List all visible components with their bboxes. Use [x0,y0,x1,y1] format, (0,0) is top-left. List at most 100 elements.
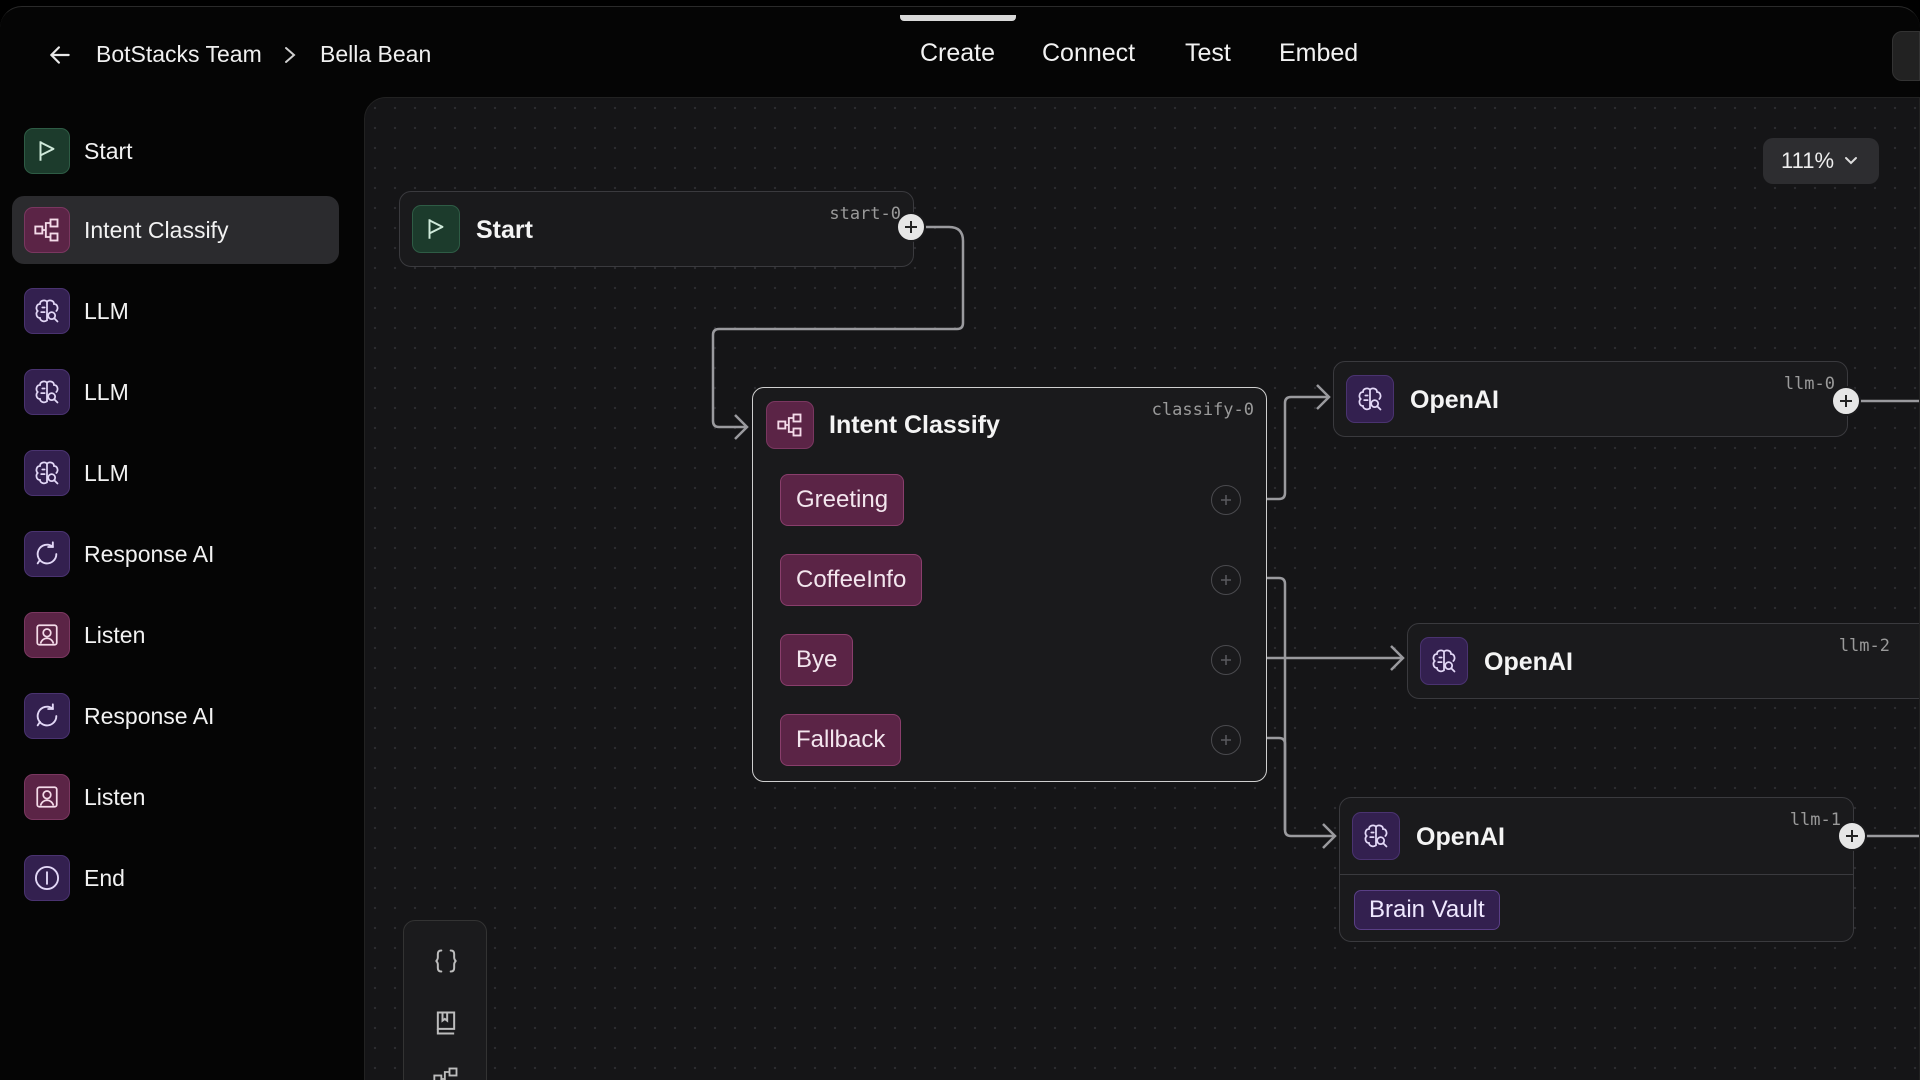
node-openai-llm-2[interactable]: OpenAI llm-2 [1407,623,1919,699]
person-icon [24,774,70,820]
arrow-left-icon [50,46,70,64]
braces-icon [435,949,457,973]
brain-icon [1420,637,1468,685]
intent-fallback[interactable]: Fallback [780,714,902,766]
intent-port-greeting[interactable] [1211,485,1241,515]
header: BotStacks Team Bella Bean Create Connect… [0,7,1920,97]
node-id: llm-1 [1789,810,1841,830]
back-button[interactable] [44,39,76,71]
intent-coffeeinfo[interactable]: CoffeeInfo [780,554,923,606]
node-title: Start [476,216,533,244]
brain-icon [24,450,70,496]
breadcrumb-bot[interactable]: Bella Bean [320,41,432,67]
intent-port-fallback[interactable] [1211,725,1241,755]
sidebar-item-label: Response AI [84,702,215,729]
branch-icon [433,1067,458,1080]
flag-icon [412,205,460,253]
branch-icon [24,207,70,253]
node-start[interactable]: Start start-0 [399,191,914,267]
intent-port-bye[interactable] [1211,645,1241,675]
tab-embed[interactable]: Embed [1279,39,1359,67]
sidebar-item-label: LLM [84,297,129,324]
arrow-head [734,414,749,440]
sidebar-item-label: Intent Classify [84,216,229,243]
book-icon [436,1011,456,1035]
zoom-dropdown[interactable]: 111% [1763,138,1879,184]
brain-icon [24,288,70,334]
zoom-level: 111% [1781,148,1835,173]
intent-greeting[interactable]: Greeting [780,474,905,526]
add-port-button[interactable] [1831,386,1861,416]
sidebar-item-listen[interactable]: Listen [12,763,339,831]
knowledge-base-pill[interactable]: Brain Vault [1354,890,1500,930]
node-title: OpenAI [1484,648,1573,676]
arrow-head [1316,384,1331,410]
person-icon [24,612,70,658]
sidebar-item-listen[interactable]: Listen [12,601,339,669]
branch-icon [766,401,814,449]
chevron-down-icon [1845,157,1858,165]
brain-icon [1352,812,1400,860]
sidebar-item-response-ai[interactable]: Response AI [12,682,339,750]
window-handle[interactable] [900,15,1016,21]
node-id: llm-2 [1838,636,1890,656]
sidebar-item-llm[interactable]: LLM [12,277,339,345]
add-port-button[interactable] [896,212,926,242]
node-title: OpenAI [1410,386,1499,414]
sidebar-item-start[interactable]: Start [12,117,339,185]
tab-test[interactable]: Test [1185,39,1231,67]
edge-fallback-llm1 [1267,736,1287,830]
arrow-head [1390,645,1405,671]
plus-icon [1840,395,1852,407]
breadcrumb-team[interactable]: BotStacks Team [96,41,262,67]
node-intent-classify[interactable]: Intent Classify classify-0 Greeting Coff… [752,387,1267,782]
sidebar-item-label: LLM [84,459,129,486]
intent-bye[interactable]: Bye [780,634,854,686]
sidebar-item-label: LLM [84,378,129,405]
canvas-toolbox [403,920,487,1080]
plus-icon [905,221,917,233]
variables-button[interactable] [424,939,468,983]
info-icon [24,855,70,901]
brain-icon [1346,375,1394,423]
node-id: classify-0 [1151,400,1254,420]
node-title: Intent Classify [829,411,1000,439]
sidebar-item-llm[interactable]: LLM [12,358,339,426]
brain-icon [24,369,70,415]
sidebar-item-end[interactable]: End [12,844,339,912]
sidebar-item-label: Start [84,137,133,164]
tab-create[interactable]: Create [920,39,996,67]
plus-icon [1221,575,1231,585]
sidebar-item-label: Listen [84,621,146,648]
plus-icon [1846,830,1858,842]
edge-coffeeinfo-llm1 [1267,576,1335,838]
tab-connect[interactable]: Connect [1042,39,1136,67]
arrow-head [1322,823,1337,849]
edge-greeting-llm0 [1267,395,1329,501]
plus-icon [1221,495,1231,505]
flow-canvas[interactable]: Start start-0 Intent Classify classify-0… [364,97,1920,1080]
knowledge-button[interactable] [424,1001,468,1045]
sidebar-item-label: End [84,864,125,891]
add-port-button[interactable] [1837,821,1867,851]
plus-icon [1221,735,1231,745]
sidebar-item-llm[interactable]: LLM [12,439,339,507]
plus-icon [1221,655,1231,665]
chevron-right-icon [280,43,300,67]
edge-start-classify [711,225,965,429]
refresh-chat-icon [24,693,70,739]
node-id: llm-0 [1783,374,1835,394]
sidebar-item-label: Listen [84,783,146,810]
sidebar-item-label: Response AI [84,540,215,567]
node-id: start-0 [829,204,901,224]
flows-button[interactable] [424,1057,468,1080]
flag-icon [24,128,70,174]
intent-port-coffeeinfo[interactable] [1211,565,1241,595]
sidebar-item-response-ai[interactable]: Response AI [12,520,339,588]
refresh-chat-icon [24,531,70,577]
app-window: BotStacks Team Bella Bean Create Connect… [0,6,1920,1080]
divider [1340,874,1853,875]
sidebar-item-intent-classify[interactable]: Intent Classify [12,196,339,264]
node-openai-llm-0[interactable]: OpenAI llm-0 [1333,361,1848,437]
node-openai-llm-1[interactable]: OpenAI llm-1 Brain Vault [1339,797,1854,942]
